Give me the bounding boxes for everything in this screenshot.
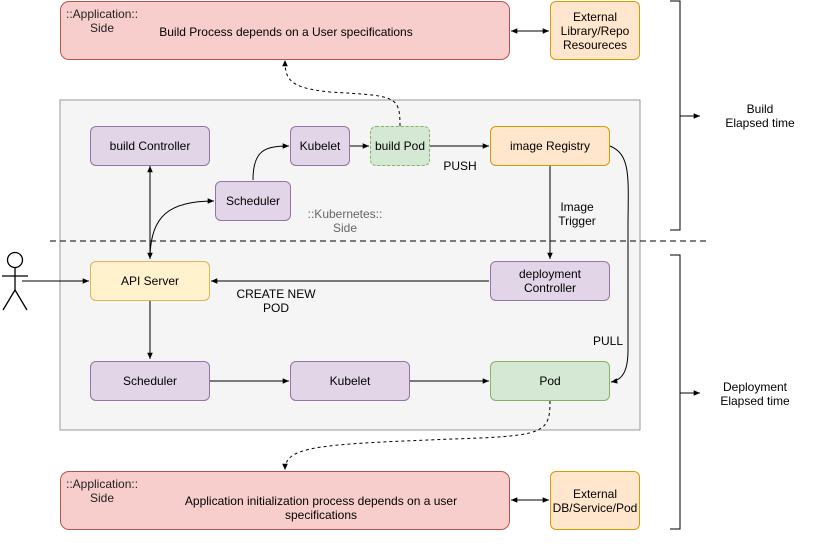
deployment-controller-node: deployment Controller	[490, 261, 610, 301]
edge-pod-to-deploy-app	[282, 400, 551, 471]
build-controller-node: build Controller	[90, 126, 210, 166]
build-bracket	[670, 0, 681, 231]
image-registry-node: image Registry	[490, 126, 610, 166]
build-application-side-box: ::Application:: Side Build Process depen…	[60, 1, 510, 60]
push-label: PUSH	[443, 159, 477, 173]
deployment-bracket	[670, 254, 681, 530]
kubelet-top-node: Kubelet	[290, 126, 350, 166]
build-pod-node: build Pod	[370, 126, 430, 166]
scheduler-bottom-node: Scheduler	[90, 361, 210, 401]
deployment-elapsed-time-label: Deployment Elapsed time	[720, 380, 790, 408]
build-application-side-tag: ::Application:: Side	[66, 7, 139, 35]
kubelet-bottom-node: Kubelet	[290, 361, 410, 401]
deploy-application-side-box: ::Application:: Side Application initial…	[60, 471, 510, 530]
scheduler-top-node: Scheduler	[215, 181, 291, 221]
edge-pull	[609, 145, 629, 384]
build-application-description: Build Process depends on a User specific…	[159, 24, 413, 39]
kubernetes-side-label: ::Kubernetes:: Side	[307, 207, 383, 235]
external-db-box: External DB/Service/Pod	[550, 471, 640, 530]
external-library-box: External Library/Repo Resoureces	[550, 1, 640, 60]
create-new-pod-label: CREATE NEW POD	[236, 287, 316, 315]
image-trigger-label: Image Trigger	[558, 200, 596, 228]
edge-scheduler-to-api	[149, 198, 215, 260]
deploy-application-description: Application initialization process depen…	[184, 494, 458, 522]
edge-build-pod-to-app	[282, 59, 401, 127]
api-server-node: API Server	[90, 261, 210, 301]
deploy-application-side-tag: ::Application:: Side	[66, 477, 139, 505]
user-actor-icon	[2, 251, 28, 311]
pull-label: PULL	[592, 334, 624, 348]
edge-scheduler-to-kubelet	[252, 143, 290, 181]
build-elapsed-time-label: Build Elapsed time	[725, 102, 795, 130]
pod-node: Pod	[490, 361, 610, 401]
